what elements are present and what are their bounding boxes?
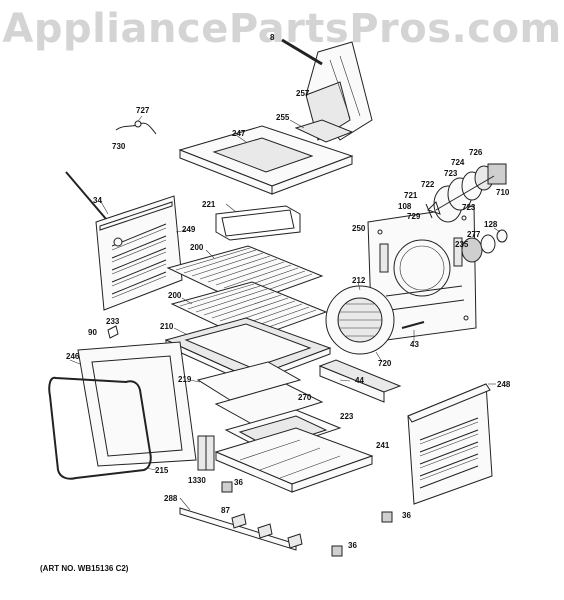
part-bake-element-shield-270	[214, 383, 324, 425]
callout-44: 44	[355, 376, 364, 385]
callout-710: 710	[496, 188, 510, 197]
callout-43: 43	[410, 340, 419, 349]
part-door-frame	[69, 341, 197, 467]
callout-729: 729	[407, 212, 421, 221]
part-pin-43	[401, 321, 425, 342]
callout-250: 250	[352, 224, 366, 233]
callout-87: 87	[221, 506, 230, 515]
callout-36-b: 36	[402, 511, 411, 520]
callout-288: 288	[164, 494, 178, 503]
part-vent-trim	[289, 119, 354, 143]
part-leveling-foot-b	[381, 511, 393, 523]
part-insulation-219	[189, 361, 302, 401]
part-leveling-foot-a	[221, 481, 233, 493]
callout-722: 722	[421, 180, 435, 189]
callout-270: 270	[298, 393, 312, 402]
callout-108: 108	[398, 202, 412, 211]
art-number: (ART NO. WB15136 C2)	[40, 564, 129, 573]
callout-247: 247	[232, 129, 246, 138]
callout-721: 721	[404, 191, 418, 200]
part-clip	[107, 325, 119, 339]
callout-219: 219	[178, 375, 192, 384]
callout-36-c: 36	[348, 541, 357, 550]
callout-248: 248	[497, 380, 511, 389]
callout-221: 221	[202, 200, 216, 209]
callout-723-bottom: 723	[462, 203, 476, 212]
callout-241: 241	[376, 441, 390, 450]
callout-255: 255	[276, 113, 290, 122]
part-broil-element	[215, 203, 301, 241]
callout-723-top: 723	[444, 169, 458, 178]
callout-233: 233	[106, 317, 120, 326]
part-rail-44	[318, 359, 402, 403]
callout-257: 257	[296, 89, 310, 98]
callout-730: 730	[112, 142, 126, 151]
callout-720: 720	[378, 359, 392, 368]
callout-90: 90	[88, 328, 97, 337]
part-rear-vent-duct	[305, 41, 373, 141]
callout-36-a: 36	[234, 478, 243, 487]
part-right-side-panel	[407, 383, 496, 505]
part-left-side-panel	[95, 195, 189, 311]
callout-235: 235	[455, 240, 469, 249]
part-leveling-foot-c	[331, 545, 343, 557]
callout-727: 727	[136, 106, 150, 115]
callout-200-upper: 200	[190, 243, 204, 252]
callout-726: 726	[469, 148, 483, 157]
part-fan-motor-assembly	[425, 163, 507, 223]
part-brackets	[231, 513, 303, 549]
part-screw-bar	[273, 37, 323, 66]
callout-223: 223	[340, 412, 354, 421]
callout-128: 128	[484, 220, 498, 229]
part-door-gasket	[48, 376, 157, 480]
part-bottom-rail	[179, 497, 297, 551]
callout-212: 212	[352, 276, 366, 285]
callout-246: 246	[66, 352, 80, 361]
callout-249: 249	[182, 225, 196, 234]
part-oven-top-panel	[178, 125, 354, 195]
part-convection-motor	[461, 227, 508, 263]
callout-8: 8	[270, 33, 275, 42]
callout-724: 724	[451, 158, 465, 167]
part-base-241	[214, 427, 374, 493]
callout-1330: 1330	[188, 476, 206, 485]
part-rod	[65, 171, 113, 227]
callout-215: 215	[155, 466, 169, 475]
callout-34: 34	[93, 196, 102, 205]
part-hinges	[197, 435, 215, 471]
callout-210: 210	[160, 322, 174, 331]
callout-200-lower: 200	[168, 291, 182, 300]
part-sensor-wire	[115, 115, 157, 135]
part-convection-fan-cover	[325, 285, 395, 363]
callout-277: 277	[467, 230, 481, 239]
